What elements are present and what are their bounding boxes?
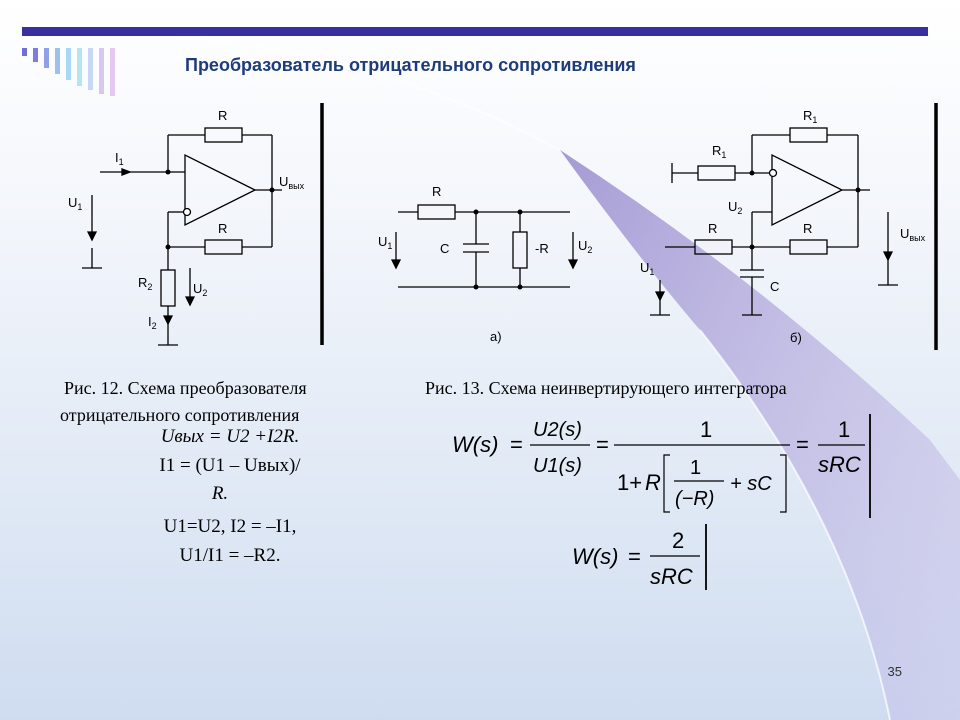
svg-text:=: =	[596, 432, 609, 457]
fig12-label-r-top: R	[218, 108, 227, 123]
fig12-label-uout: Uвых	[279, 174, 305, 191]
fig13b-label-r-right: R	[803, 221, 812, 236]
resistor-r-top	[204, 127, 243, 143]
resistor-r	[417, 204, 456, 220]
fig13a-label-c: C	[440, 241, 449, 256]
fig12-label-u1: U1	[68, 195, 82, 212]
fig13b-label-r1-top: R1	[803, 108, 817, 125]
opamp-symbol	[771, 153, 844, 227]
opamp-symbol	[184, 153, 257, 227]
fig13a-label-r: R	[432, 184, 441, 199]
fig13-caption: Рис. 13. Схема неинвертирующего интеграт…	[425, 378, 787, 398]
fig12-label-i2: I2	[148, 314, 157, 331]
formula1-result-den: sRC	[818, 452, 861, 477]
fig13b-circuit: R1 R1 U2 R R C U1 Uвых б)	[640, 103, 938, 350]
resistor-r1-left	[697, 165, 736, 181]
fig13b-part-label: б)	[790, 330, 802, 345]
fig12-caption-line2: отрицательного сопротивления	[60, 405, 300, 425]
formula1-r: R	[645, 470, 661, 495]
formula1-den: U1(s)	[533, 455, 582, 477]
svg-text:=: =	[510, 432, 523, 457]
formula1-inner-den: (−R)	[675, 488, 714, 510]
formula2-lhs: W(s)	[572, 544, 618, 569]
current-arrow-i2-icon	[162, 315, 174, 326]
current-arrow-icon	[121, 168, 132, 176]
formula1-big-num: 1	[700, 417, 712, 442]
formula1-result-num: 1	[838, 417, 850, 442]
page-number: 35	[887, 664, 902, 679]
resistor-neg-r	[512, 231, 528, 269]
formula1-inner-num: 1	[690, 457, 701, 479]
formula1-plus-sc: + sC	[730, 473, 772, 495]
formula1-num: U2(s)	[533, 419, 582, 441]
fig13a-label-u2: U2	[578, 238, 592, 255]
slide-title: Преобразователь отрицательного сопротивл…	[185, 55, 636, 75]
fig13-formula-2: W(s) = 2 sRC	[572, 524, 707, 590]
formula2-num: 2	[672, 528, 684, 553]
fig13b-label-uout: Uвых	[900, 226, 926, 243]
fig13b-label-u2: U2	[728, 199, 742, 216]
voltage-arrow-u1-icon	[86, 231, 98, 242]
fig12-label-r-mid: R	[218, 221, 227, 236]
resistor-r-left	[694, 239, 733, 255]
resistor-r-mid	[204, 239, 243, 255]
fig12-equation-4: U1=U2, I2 = –I1,	[163, 516, 297, 537]
fig13a-circuit: R C -R U1 U2 а)	[378, 184, 592, 344]
fig13a-part-label: а)	[490, 329, 502, 344]
fig12-circuit: R R I1 U1 Uвых R2 U2 I2	[68, 103, 324, 346]
resistor-r1-top	[789, 127, 828, 143]
resistor-r-right	[789, 239, 828, 255]
voltage-arrow-uout-icon	[882, 251, 894, 262]
svg-text:=: =	[796, 432, 809, 457]
fig13a-label-neg-r: -R	[535, 241, 549, 256]
svg-text:=: =	[628, 544, 641, 569]
formula1-one-plus: 1+	[617, 470, 642, 495]
fig12-label-u2: U2	[193, 281, 207, 298]
formula2-den: sRC	[650, 564, 693, 589]
fig13b-label-r-left: R	[708, 221, 717, 236]
voltage-arrow-u1-icon	[390, 259, 402, 270]
fig12-label-i1: I1	[115, 150, 124, 167]
resistor-r2	[160, 269, 176, 307]
voltage-arrow-u2-icon	[567, 259, 579, 270]
fig13b-label-c: C	[770, 279, 779, 294]
fig12-equation-3: R.	[211, 483, 229, 504]
fig13-formula-1: W(s) = U2(s) U1(s) = 1 1+ R 1 (−R) + sC …	[452, 414, 871, 518]
fig13b-label-r1-left: R1	[712, 143, 726, 160]
formula1-lhs: W(s)	[452, 432, 498, 457]
voltage-arrow-u2-icon	[184, 296, 196, 307]
fig12-caption-line1: Рис. 12. Схема преобразователя	[64, 378, 307, 398]
fig12-equation-1: Uвых = U2 +I2R.	[160, 426, 300, 447]
voltage-arrow-u1-icon	[654, 291, 666, 302]
fig13b-label-u1: U1	[640, 260, 654, 277]
fig12-equation-2: I1 = (U1 – Uвых)/	[159, 455, 301, 476]
fig12-equation-5: U1/I1 = –R2.	[179, 545, 281, 566]
fig12-label-r2: R2	[138, 275, 152, 292]
fig13a-label-u1: U1	[378, 234, 392, 251]
